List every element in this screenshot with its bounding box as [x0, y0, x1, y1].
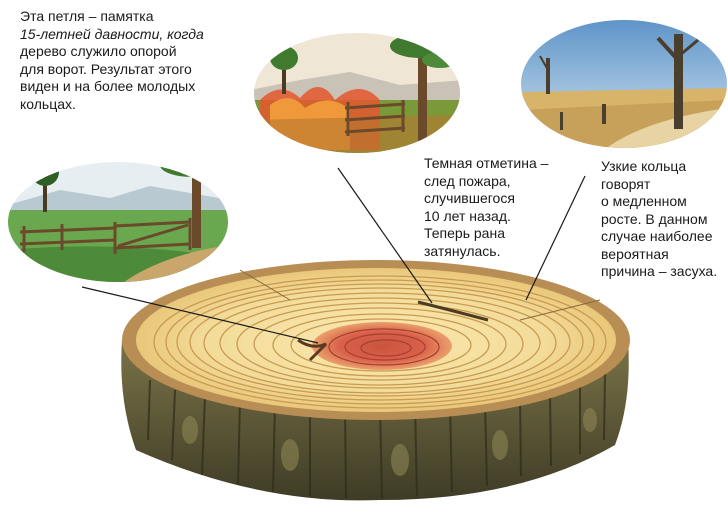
caption-fire-scar: Темная отметина – след пожара, случившег…	[424, 155, 548, 260]
scene-fire	[254, 33, 460, 153]
caption-line: Эта петля – памятка	[20, 8, 154, 24]
scene-gate	[8, 162, 228, 282]
caption-line: о медленном	[601, 193, 687, 209]
caption-line: росте. В данном	[601, 210, 708, 227]
caption-line: дерево служило опорой	[20, 43, 177, 59]
caption-line: вероятная	[601, 245, 669, 262]
caption-line: след пожара,	[424, 172, 511, 189]
tree-stump	[121, 260, 630, 501]
caption-line: для ворот. Результат этого	[20, 60, 192, 77]
caption-line: 15-летней давности, когда	[20, 25, 204, 42]
caption-narrow-rings: Узкие кольца говорят о медленном росте. …	[601, 158, 717, 281]
caption-line: затянулась.	[424, 242, 501, 259]
scene-drought	[521, 20, 727, 148]
pointer-lines	[81, 167, 586, 344]
caption-line: случившегося	[424, 190, 515, 206]
fire-scar	[417, 300, 489, 322]
caption-line: Теперь рана	[424, 225, 505, 241]
caption-line: кольцах.	[20, 95, 76, 112]
caption-line: виден и на более молодых	[20, 78, 196, 94]
caption-gate-loop: Эта петля – памятка 15-летней давности, …	[20, 8, 204, 113]
gate-loop-scar	[297, 338, 328, 362]
pointer-fire-scar	[337, 167, 433, 304]
pointer-narrow-rings	[525, 175, 586, 301]
pointer-gate-loop	[81, 286, 319, 344]
caption-line: Темная отметина –	[424, 155, 549, 171]
caption-line: говорят	[601, 175, 651, 192]
caption-line: 10 лет назад.	[424, 207, 511, 224]
caption-line: Узкие кольца	[601, 158, 687, 174]
growth-rings	[153, 275, 607, 409]
caption-line: случае наиболее	[601, 228, 713, 244]
caption-line: причина – засуха.	[601, 263, 718, 279]
